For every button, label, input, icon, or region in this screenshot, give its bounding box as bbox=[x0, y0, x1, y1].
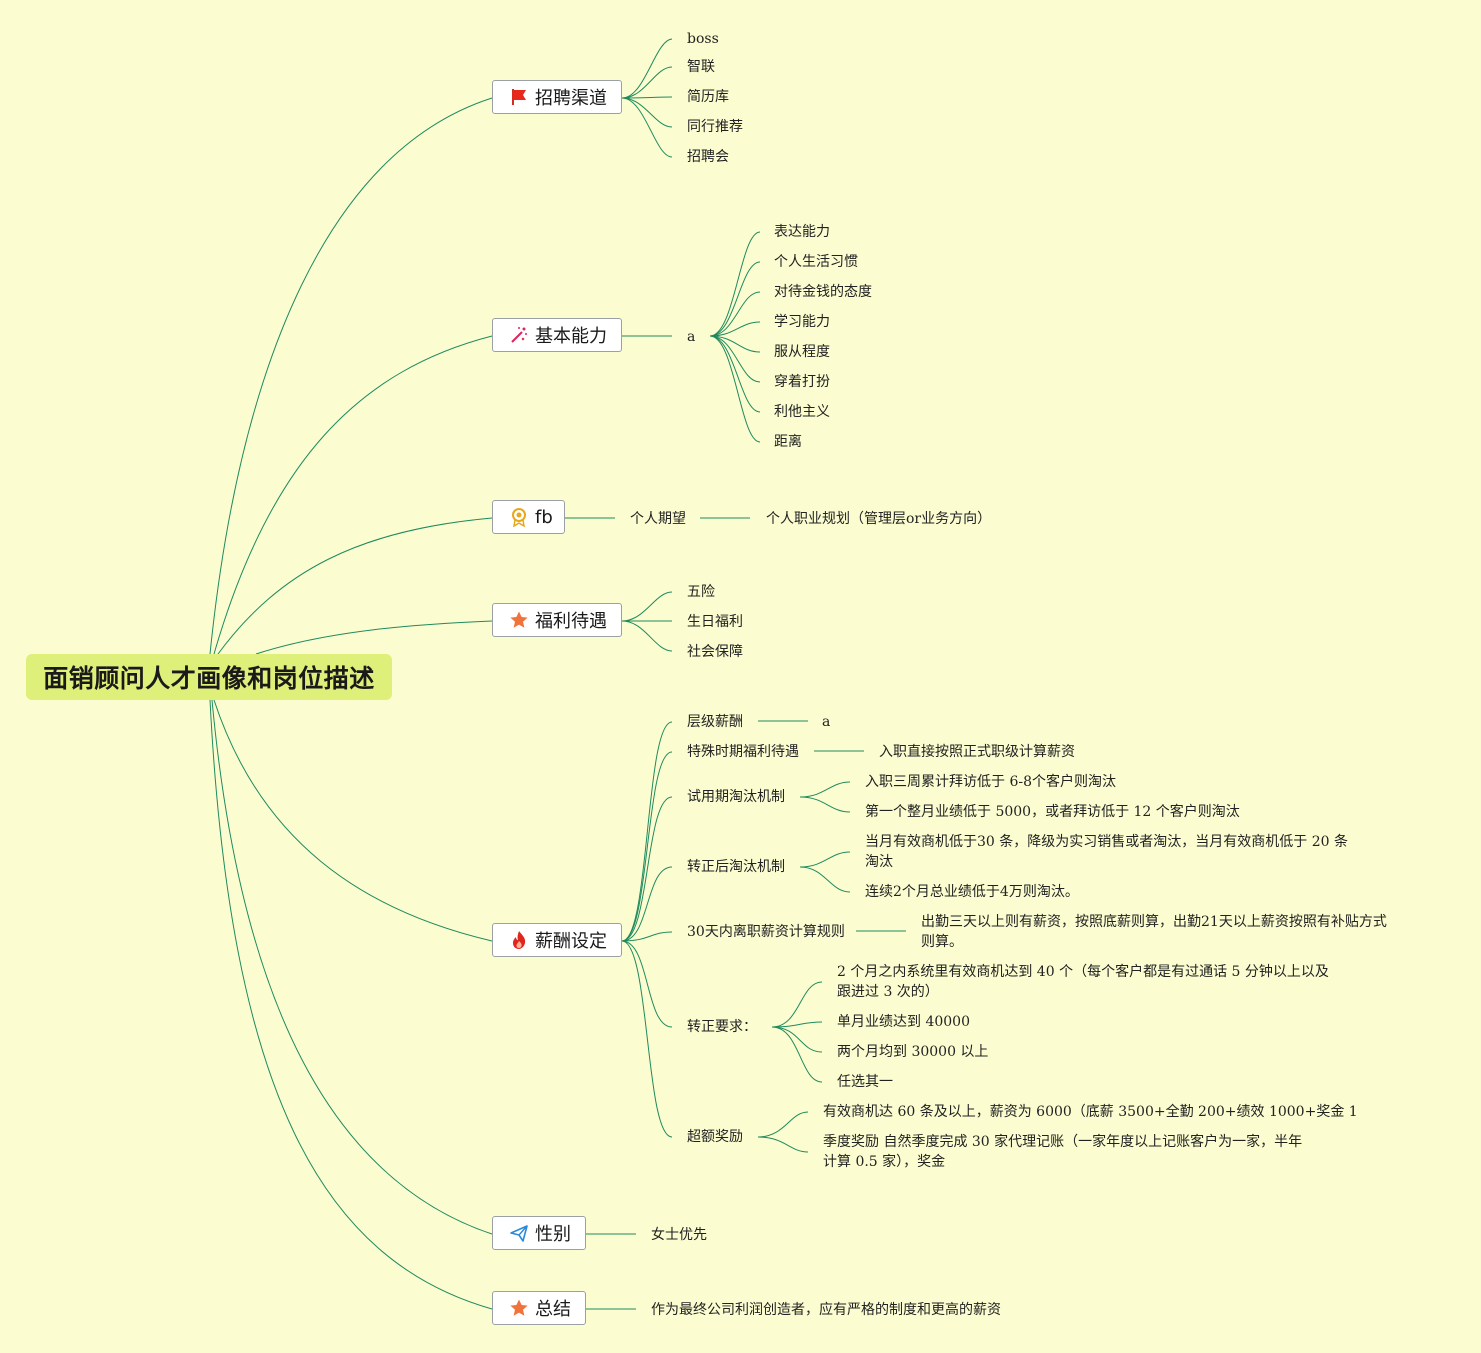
fb-sub-node-career[interactable]: 个人职业规划（管理层or业务方向） bbox=[766, 511, 992, 527]
list-item[interactable]: 服从程度 bbox=[774, 344, 830, 360]
salary-bonus-node[interactable]: 超额奖励 bbox=[687, 1129, 743, 1145]
list-item[interactable]: 智联 bbox=[687, 59, 715, 75]
list-item[interactable]: 对待金钱的态度 bbox=[774, 284, 872, 300]
salary-leave-node[interactable]: 30天内离职薪资计算规则 bbox=[687, 924, 845, 940]
magic-wand-icon bbox=[509, 325, 529, 345]
list-item[interactable]: boss bbox=[687, 31, 719, 47]
summary-child[interactable]: 作为最终公司利润创造者，应有严格的制度和更高的薪资 bbox=[651, 1302, 1001, 1318]
list-item[interactable]: 生日福利 bbox=[687, 614, 743, 630]
list-item[interactable]: 社会保障 bbox=[687, 644, 743, 660]
flag-icon bbox=[509, 87, 529, 107]
salary-bonus-child[interactable]: 季度奖励 自然季度完成 30 家代理记账（一家年度以上记账客户为一家，半年计算 … bbox=[823, 1134, 1303, 1170]
salary-leave-child[interactable]: 出勤三天以上则有薪资，按照底薪则算，出勤21天以上薪资按照有补贴方式则算。 bbox=[921, 914, 1387, 950]
root-topic[interactable]: 面销顾问人才画像和岗位描述 bbox=[26, 654, 392, 700]
star-icon bbox=[509, 610, 529, 630]
list-item[interactable]: 个人生活习惯 bbox=[774, 254, 858, 270]
salary-confirm-child[interactable]: 2 个月之内系统里有效商机达到 40 个（每个客户都是有过通话 5 分钟以上以及… bbox=[837, 964, 1329, 1000]
list-item[interactable]: 学习能力 bbox=[774, 314, 830, 330]
topic-salary[interactable]: 薪酬设定 bbox=[492, 923, 622, 957]
topic-summary[interactable]: 总结 bbox=[492, 1291, 586, 1325]
salary-confirm-child[interactable]: 任选其一 bbox=[837, 1074, 893, 1090]
topic-welfare[interactable]: 福利待遇 bbox=[492, 603, 622, 637]
topic-label: fb bbox=[535, 506, 553, 528]
salary-regular-child[interactable]: 连续2个月总业绩低于4万则淘汰。 bbox=[865, 884, 1079, 900]
topic-basic-ability[interactable]: 基本能力 bbox=[492, 318, 622, 352]
salary-regular-child[interactable]: 当月有效商机低于30 条，降级为实习销售或者淘汰，当月有效商机低于 20 条淘汰 bbox=[865, 834, 1348, 870]
list-item[interactable]: 穿着打扮 bbox=[774, 374, 830, 390]
salary-special-child[interactable]: 入职直接按照正式职级计算薪资 bbox=[879, 744, 1075, 760]
ability-sub-node[interactable]: a bbox=[687, 329, 696, 345]
salary-confirm-child[interactable]: 两个月均到 30000 以上 bbox=[837, 1044, 989, 1060]
topic-label: 性别 bbox=[535, 1224, 571, 1245]
salary-probation-node[interactable]: 试用期淘汰机制 bbox=[687, 789, 785, 805]
list-item[interactable]: 简历库 bbox=[687, 89, 729, 105]
salary-confirm-node[interactable]: 转正要求： bbox=[687, 1019, 757, 1035]
salary-special-node[interactable]: 特殊时期福利待遇 bbox=[687, 744, 799, 760]
list-item[interactable]: 利他主义 bbox=[774, 404, 830, 420]
topic-label: 总结 bbox=[535, 1299, 571, 1320]
salary-level-child[interactable]: a bbox=[822, 714, 831, 730]
list-item[interactable]: 五险 bbox=[687, 584, 715, 600]
salary-probation-child[interactable]: 第一个整月业绩低于 5000，或者拜访低于 12 个客户则淘汰 bbox=[865, 804, 1240, 820]
salary-confirm-child[interactable]: 单月业绩达到 40000 bbox=[837, 1014, 970, 1030]
fire-icon bbox=[509, 930, 529, 950]
salary-level-node[interactable]: 层级薪酬 bbox=[687, 714, 743, 730]
list-item[interactable]: 同行推荐 bbox=[687, 119, 743, 135]
topic-gender[interactable]: 性别 bbox=[492, 1216, 586, 1250]
gender-child[interactable]: 女士优先 bbox=[651, 1227, 707, 1243]
list-item[interactable]: 招聘会 bbox=[687, 149, 729, 165]
paper-plane-icon bbox=[509, 1223, 529, 1243]
topic-label: 薪酬设定 bbox=[535, 931, 607, 952]
topic-label: 招聘渠道 bbox=[535, 88, 607, 109]
topic-label: 福利待遇 bbox=[535, 611, 607, 632]
star-icon bbox=[509, 1298, 529, 1318]
salary-regular-node[interactable]: 转正后淘汰机制 bbox=[687, 859, 785, 875]
topic-fb[interactable]: fb bbox=[492, 500, 565, 534]
fb-sub-node[interactable]: 个人期望 bbox=[630, 511, 686, 527]
topic-label: 基本能力 bbox=[535, 326, 607, 347]
salary-probation-child[interactable]: 入职三周累计拜访低于 6-8个客户则淘汰 bbox=[865, 774, 1116, 790]
topic-recruitment-channels[interactable]: 招聘渠道 bbox=[492, 80, 622, 114]
list-item[interactable]: 表达能力 bbox=[774, 224, 830, 240]
salary-bonus-child[interactable]: 有效商机达 60 条及以上，薪资为 6000（底薪 3500+全勤 200+绩效… bbox=[823, 1104, 1358, 1120]
list-item[interactable]: 距离 bbox=[774, 434, 802, 450]
award-badge-icon bbox=[509, 507, 529, 527]
